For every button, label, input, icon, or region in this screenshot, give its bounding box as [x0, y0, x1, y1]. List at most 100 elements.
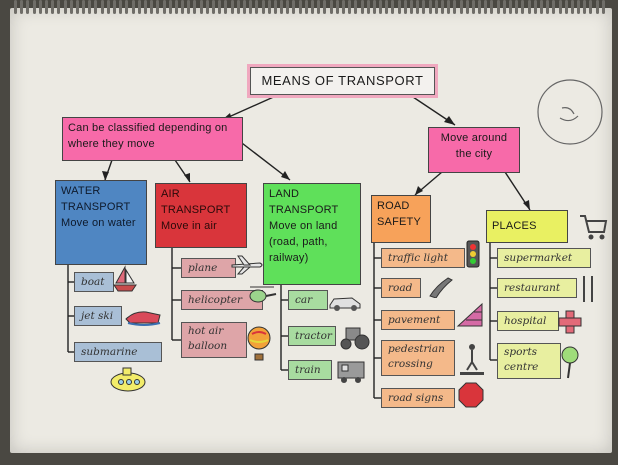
spiral-ring [119, 0, 123, 14]
spiral-ring [230, 0, 234, 14]
air-item-helicopter: helicopter [181, 290, 263, 310]
spiral-ring [286, 0, 290, 14]
road-icon [429, 277, 453, 298]
spiral-ring [143, 0, 147, 14]
spiral-ring [292, 0, 296, 14]
spiral-ring [570, 0, 574, 14]
helicopter-icon [249, 286, 277, 303]
spiral-ring [242, 0, 246, 14]
spiral-ring [69, 0, 73, 14]
land-item-car: car [288, 290, 328, 310]
spiral-ring [38, 0, 42, 14]
road-safety-item-pedestrian-crossing: pedestrian crossing [381, 340, 455, 376]
spiral-ring [162, 0, 166, 14]
spiral-ring [440, 0, 444, 14]
spiral-ring [385, 0, 389, 14]
spiral-ring [434, 0, 438, 14]
spiral-ring [546, 0, 550, 14]
spiral-ring [26, 0, 30, 14]
spiral-ring [502, 0, 506, 14]
spiral-ring [335, 0, 339, 14]
water-item-jet-ski: jet ski [74, 306, 122, 326]
spiral-ring [82, 0, 86, 14]
spiral-ring [298, 0, 302, 14]
cutlery-icon [583, 276, 593, 302]
move-city-box: Move around the city [428, 127, 520, 173]
spiral-ring [212, 0, 215, 14]
tennis-racket-icon [561, 346, 579, 379]
spiral-ring [51, 0, 55, 14]
air-item-plane: plane [181, 258, 236, 278]
spiral-ring [280, 0, 284, 14]
spiral-ring [174, 0, 178, 14]
spiral-ring [75, 0, 79, 14]
spiral-ring [515, 0, 519, 14]
smiley-doodle-icon [537, 79, 603, 145]
hospital-cross-icon [558, 310, 582, 334]
spiral-ring [63, 0, 67, 14]
spiral-ring [168, 0, 172, 14]
spiral-ring [490, 0, 494, 14]
water-item-boat: boat [74, 272, 114, 292]
spiral-ring [14, 0, 17, 14]
pavement-icon [456, 302, 483, 327]
air-transport-box: AIR TRANSPORT Move in air [155, 183, 247, 248]
page-title: MEANS OF TRANSPORT [250, 67, 435, 95]
spiral-ring [428, 0, 432, 14]
spiral-ring [32, 0, 36, 14]
spiral-ring [601, 0, 605, 14]
spiral-ring [465, 0, 469, 14]
spiral-ring [416, 0, 420, 14]
spiral-ring [311, 0, 314, 14]
spiral-ring [410, 0, 413, 14]
notebook-spiral [14, 0, 609, 16]
sailboat-icon [113, 265, 137, 292]
car-icon [329, 297, 361, 311]
spiral-ring [354, 0, 358, 14]
places-box: PLACES [486, 210, 568, 243]
classify-box: Can be classified depending on where the… [62, 117, 243, 161]
places-item-restaurant: restaurant [497, 278, 577, 298]
spiral-ring [471, 0, 475, 14]
places-item-supermarket: supermarket [497, 248, 591, 268]
spiral-ring [583, 0, 587, 14]
air-item-hot-air-balloon: hot air balloon [181, 322, 247, 358]
spiral-ring [403, 0, 407, 14]
land-transport-box: LAND TRANSPORT Move on land (road, path,… [263, 183, 361, 285]
spiral-ring [577, 0, 581, 14]
hot-air-balloon-icon [247, 326, 271, 361]
road-safety-item-traffic-light: traffic light [381, 248, 465, 268]
spiral-ring [341, 0, 345, 14]
train-icon [337, 361, 365, 383]
spiral-ring [44, 0, 48, 14]
spiral-ring [236, 0, 240, 14]
spiral-ring [156, 0, 160, 14]
spiral-ring [249, 0, 253, 14]
spiral-ring [100, 0, 104, 14]
pedestrian-crossing-icon [460, 344, 484, 375]
spiral-ring [181, 0, 185, 14]
spiral-ring [589, 0, 593, 14]
spiral-ring [539, 0, 543, 14]
spiral-ring [317, 0, 321, 14]
spiral-ring [187, 0, 191, 14]
spiral-ring [57, 0, 61, 14]
road-safety-item-pavement: pavement [381, 310, 455, 330]
spiral-ring [509, 0, 512, 14]
road-safety-item-road-signs: road signs [381, 388, 455, 408]
spiral-ring [422, 0, 426, 14]
spiral-ring [137, 0, 141, 14]
jet-ski-icon [125, 311, 161, 326]
spiral-ring [267, 0, 271, 14]
spiral-ring [199, 0, 203, 14]
spiral-ring [20, 0, 24, 14]
spiral-ring [564, 0, 568, 14]
spiral-ring [193, 0, 197, 14]
spiral-ring [521, 0, 525, 14]
spiral-ring [224, 0, 228, 14]
spiral-ring [360, 0, 364, 14]
spiral-ring [131, 0, 135, 14]
spiral-ring [397, 0, 401, 14]
land-item-train: train [288, 360, 332, 380]
